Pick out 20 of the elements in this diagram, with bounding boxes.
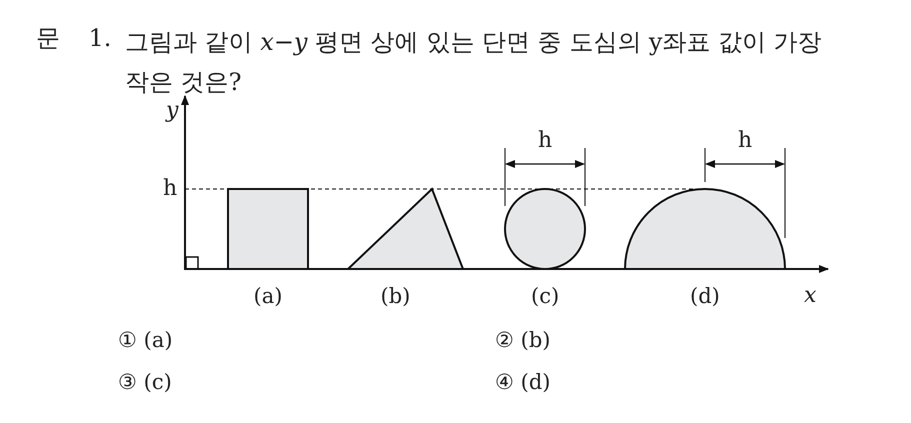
semicircle-shape bbox=[624, 188, 786, 270]
question-text: 그림과 같이 x−y 평면 상에 있는 단면 중 도심의 y좌표 값이 가장 작은 것은? bbox=[125, 27, 823, 98]
answer-option: ④ (d) bbox=[495, 372, 551, 392]
shape-label: (d) bbox=[690, 286, 720, 306]
shape-label: (c) bbox=[531, 286, 560, 306]
answer-option: ② (b) bbox=[495, 330, 551, 350]
circle-shape bbox=[504, 188, 586, 270]
dimension-label: h bbox=[738, 130, 752, 152]
axis-label: y bbox=[166, 100, 178, 122]
triangle-shape bbox=[346, 187, 464, 270]
question-marker: 문 bbox=[36, 26, 60, 50]
dimension-label: h bbox=[538, 130, 552, 152]
answer-option: ③ (c) bbox=[118, 372, 172, 392]
square-shape bbox=[227, 188, 309, 270]
question-number: 1. bbox=[88, 26, 112, 50]
axis-label: x bbox=[804, 285, 816, 307]
shape-label: (a) bbox=[254, 286, 282, 306]
answer-option: ① (a) bbox=[118, 330, 173, 350]
shape-label: (b) bbox=[380, 286, 410, 306]
axis-tick-label: h bbox=[163, 178, 178, 200]
